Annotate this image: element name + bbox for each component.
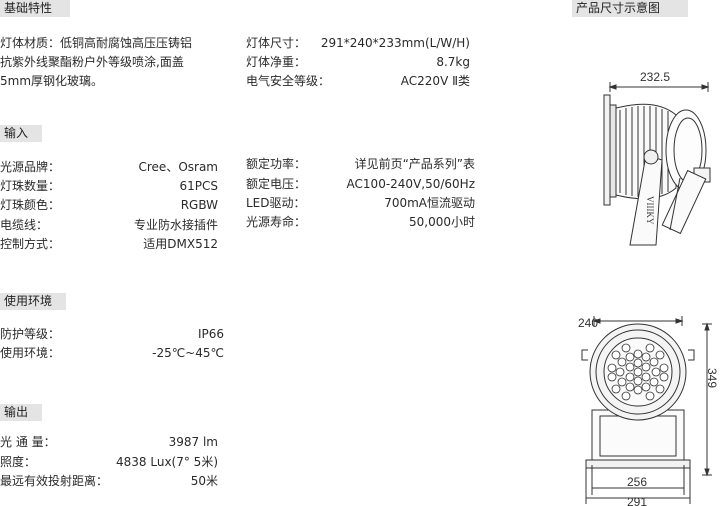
led-array <box>607 343 669 401</box>
input-label: 额定电压： <box>246 177 307 191</box>
side-view-drawing: VIIIKY 232.5 <box>603 70 711 246</box>
section-header-output: 输出 <box>0 404 42 421</box>
material-line-1: 灯体材质：低铜高耐腐蚀高压压铸铝 <box>0 36 193 50</box>
size-label: 灯体尺寸： <box>246 36 307 50</box>
dim-base-outer: 291 <box>627 495 647 506</box>
safety-label: 电气安全等级： <box>246 74 331 88</box>
section-title: 基础特性 <box>4 1 53 15</box>
weight-label: 灯体净重： <box>246 55 307 69</box>
safety-value: AC220V Ⅱ类 <box>400 74 470 88</box>
side-view-logo: VIIIKY <box>645 196 655 225</box>
dim-base-inner: 256 <box>627 475 647 489</box>
section-title: 输出 <box>4 405 29 419</box>
input-label: 电缆线： <box>0 218 49 232</box>
section-header-drawing: 产品尺寸示意图 <box>572 0 688 17</box>
section-title: 产品尺寸示意图 <box>576 1 661 15</box>
output-label: 光 通 量： <box>0 435 56 449</box>
dim-side-width: 232.5 <box>640 70 670 84</box>
output-value: 50米 <box>190 474 218 488</box>
section-header-basic: 基础特性 <box>0 0 70 17</box>
input-value: 详见前页“产品系列”表 <box>354 157 475 171</box>
section-title: 使用环境 <box>4 294 53 308</box>
input-value: AC100-240V,50/60Hz <box>346 177 475 191</box>
size-value: 291*240*233mm(L/W/H) <box>320 36 470 50</box>
section-title: 输入 <box>4 126 29 140</box>
input-value: 61PCS <box>179 179 218 193</box>
input-value: 700mA恒流驱动 <box>384 196 475 210</box>
input-label: 灯珠数量： <box>0 179 61 193</box>
input-label: 控制方式： <box>0 237 61 251</box>
output-label: 最远有效投射距离： <box>0 474 109 488</box>
input-value: 适用DMX512 <box>143 237 218 251</box>
env-label: 使用环境： <box>0 346 61 360</box>
input-label: 光源寿命： <box>246 215 307 229</box>
input-label: LED驱动： <box>246 196 306 210</box>
env-label: 防护等级： <box>0 327 61 341</box>
env-value: IP66 <box>197 327 224 341</box>
dim-front-diameter: 240 <box>578 316 598 330</box>
output-value: 4838 Lux(7° 5米) <box>116 455 218 469</box>
input-value: 专业防水接插件 <box>133 218 218 232</box>
input-label: 额定功率： <box>246 157 307 171</box>
front-view-drawing: 240 349 256 291 <box>578 316 719 506</box>
material-line-2: 抗紫外线聚酯粉户外等级喷涂,面盖 <box>0 55 184 69</box>
section-header-input: 输入 <box>0 125 42 142</box>
env-value: -25℃~45℃ <box>152 346 224 360</box>
output-label: 照度： <box>0 455 37 469</box>
input-label: 光源品牌： <box>0 160 61 174</box>
weight-value: 8.7kg <box>436 55 470 69</box>
dim-height: 349 <box>705 368 719 388</box>
input-value: Cree、Osram <box>138 160 219 174</box>
material-line-3: 5mm厚钢化玻璃。 <box>0 74 104 88</box>
input-label: 灯珠颜色： <box>0 198 61 212</box>
input-value: RGBW <box>180 198 218 212</box>
output-value: 3987 lm <box>168 435 218 449</box>
section-header-environment: 使用环境 <box>0 293 66 310</box>
input-value: 50,000小时 <box>409 215 475 229</box>
